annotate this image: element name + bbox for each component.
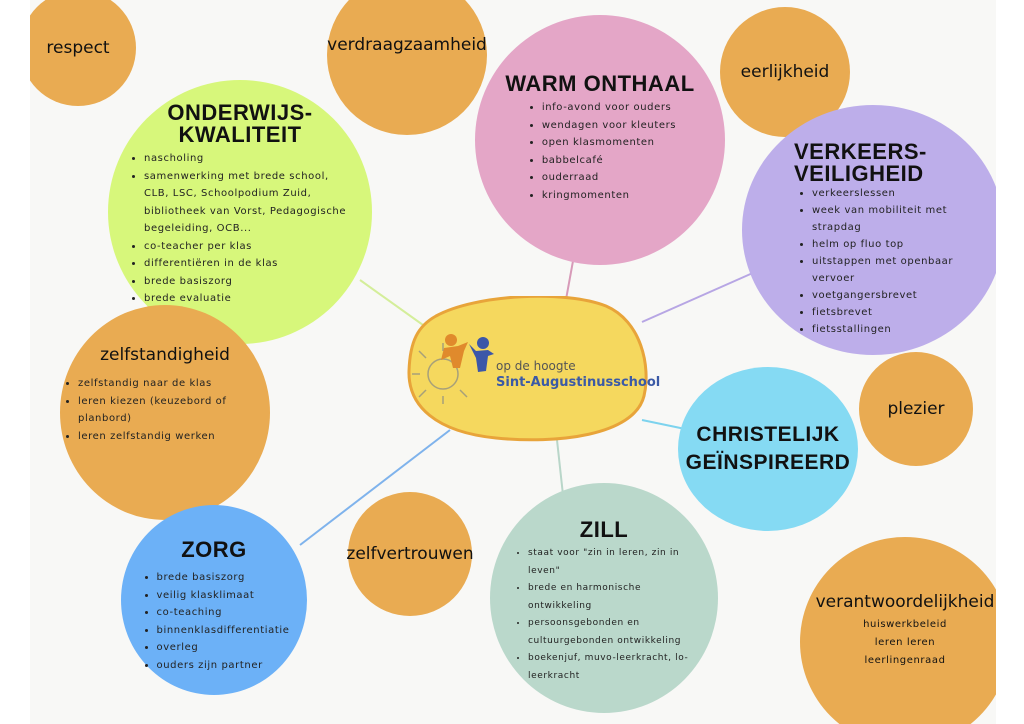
line-verkeer xyxy=(641,271,756,323)
list-item: uitstappen met openbaar vervoer xyxy=(812,253,962,287)
list-item: leren zelfstandig werken xyxy=(78,428,270,446)
list-item: fietsbrevet xyxy=(812,304,962,321)
topic-onderwijskwaliteit: ONDERWIJS- KWALITEIT nascholingsamenwerk… xyxy=(108,80,372,344)
list-item: brede basiszorg xyxy=(157,569,290,587)
topic-title: verantwoordelijkheid xyxy=(815,592,995,612)
list-item: ouderraad xyxy=(542,169,676,187)
topic-warm-onthaal: WARM ONTHAAL info-avond voor ouderswenda… xyxy=(475,15,725,265)
topic-title: VEILIGHEID xyxy=(794,161,924,186)
value-label: plezier xyxy=(887,399,945,419)
value-plezier: plezier xyxy=(859,352,973,466)
value-respect: respect xyxy=(30,0,136,106)
topic-list: nascholingsamenwerking met brede school,… xyxy=(126,150,354,308)
list-item: binnenklasdifferentiatie xyxy=(157,622,290,640)
list-item: samenwerking met brede school, CLB, LSC,… xyxy=(144,168,354,238)
list-item: overleg xyxy=(157,639,290,657)
topic-zill: ZILL staat voor "zin in leren, zin in le… xyxy=(490,483,718,713)
line-onderwijs xyxy=(359,279,431,331)
list-item: info-avond voor ouders xyxy=(542,99,676,117)
value-label: eerlijkheid xyxy=(740,62,830,82)
school-name: Sint-Augustinusschool xyxy=(496,375,661,390)
logo-tagline: op de hoogte xyxy=(496,359,576,373)
topic-title: VERKEERS- xyxy=(794,139,927,164)
list-item: co-teaching xyxy=(157,604,290,622)
topic-list: info-avond voor ouderswendagen voor kleu… xyxy=(524,99,676,204)
topic-list: verkeerslessenweek van mobiliteit met st… xyxy=(794,185,962,338)
topic-zelfstandigheid: zelfstandigheid zelfstandig naar de klas… xyxy=(60,305,270,520)
list-item: veilig klasklimaat xyxy=(157,587,290,605)
topic-title: CHRISTELIJK xyxy=(696,423,840,446)
list-item: open klasmomenten xyxy=(542,134,676,152)
list-item: staat voor "zin in leren, zin in leven" xyxy=(528,545,698,580)
value-label: verdraagzaamheid xyxy=(327,35,487,55)
topic-list: brede basiszorgveilig klasklimaatco-teac… xyxy=(139,569,290,674)
list-item: helm op fluo top xyxy=(812,236,962,253)
list-item: week van mobiliteit met strapdag xyxy=(812,202,962,236)
topic-verantwoordelijkheid: verantwoordelijkheid huiswerkbeleid leren… xyxy=(800,537,996,724)
line-zill xyxy=(556,439,564,496)
list-item: huiswerkbeleid xyxy=(863,619,947,630)
list-item: fietsstallingen xyxy=(812,321,962,338)
topic-list: staat voor "zin in leren, zin in leven"b… xyxy=(510,545,698,685)
value-zelfvertrouwen: zelfvertrouwen xyxy=(346,492,474,616)
list-item: zelfstandig naar de klas xyxy=(78,375,270,393)
list-item: differentiëren in de klas xyxy=(144,255,354,273)
list-item: brede en harmonische ontwikkeling xyxy=(528,580,698,615)
topic-title: ZORG xyxy=(181,537,247,562)
topic-list: zelfstandig naar de klasleren kiezen (ke… xyxy=(60,375,270,445)
list-item: kringmomenten xyxy=(542,187,676,205)
list-item: nascholing xyxy=(144,150,354,168)
topic-verkeersveiligheid: VERKEERS- VEILIGHEID verkeerslessenweek … xyxy=(742,105,996,355)
topic-title: ZILL xyxy=(579,517,629,542)
value-label: zelfvertrouwen xyxy=(346,544,474,564)
list-item: boekenjuf, muvo-leerkracht, lo-leerkrach… xyxy=(528,650,698,685)
topic-title: KWALITEIT xyxy=(178,122,302,147)
list-item: babbelcafé xyxy=(542,152,676,170)
topic-list: huiswerkbeleid leren leren leerlingenraad xyxy=(863,616,947,670)
list-item: persoonsgebonden en cultuurgebonden ontw… xyxy=(528,615,698,650)
list-item: leren leren xyxy=(874,637,936,648)
topic-title: ONDERWIJS- xyxy=(167,100,313,125)
value-verdraagzaamheid: verdraagzaamheid xyxy=(327,0,487,135)
line-zorg xyxy=(299,429,451,546)
list-item: ouders zijn partner xyxy=(157,657,290,675)
list-item: leerlingenraad xyxy=(864,655,946,666)
mindmap-canvas: respect verdraagzaamheid WARM ONTHAAL in… xyxy=(30,0,996,724)
list-item: verkeerslessen xyxy=(812,185,962,202)
list-item: wendagen voor kleuters xyxy=(542,117,676,135)
list-item: brede evaluatie xyxy=(144,290,354,308)
list-item: co-teacher per klas xyxy=(144,238,354,256)
topic-title: WARM ONTHAAL xyxy=(505,71,695,96)
topic-title: zelfstandigheid xyxy=(100,345,230,365)
list-item: leren kiezen (keuzebord of planbord) xyxy=(78,393,270,428)
children-logo-icon xyxy=(441,334,494,372)
list-item: brede basiszorg xyxy=(144,273,354,291)
value-label: respect xyxy=(46,38,110,58)
list-item: voetgangersbrevet xyxy=(812,287,962,304)
center-blob xyxy=(407,296,648,442)
topic-zorg: ZORG brede basiszorgveilig klasklimaatco… xyxy=(121,505,307,695)
topic-christelijk-geinspireerd: CHRISTELIJK GEÏNSPIREERD xyxy=(678,367,858,531)
topic-title: GEÏNSPIREERD xyxy=(685,451,851,474)
